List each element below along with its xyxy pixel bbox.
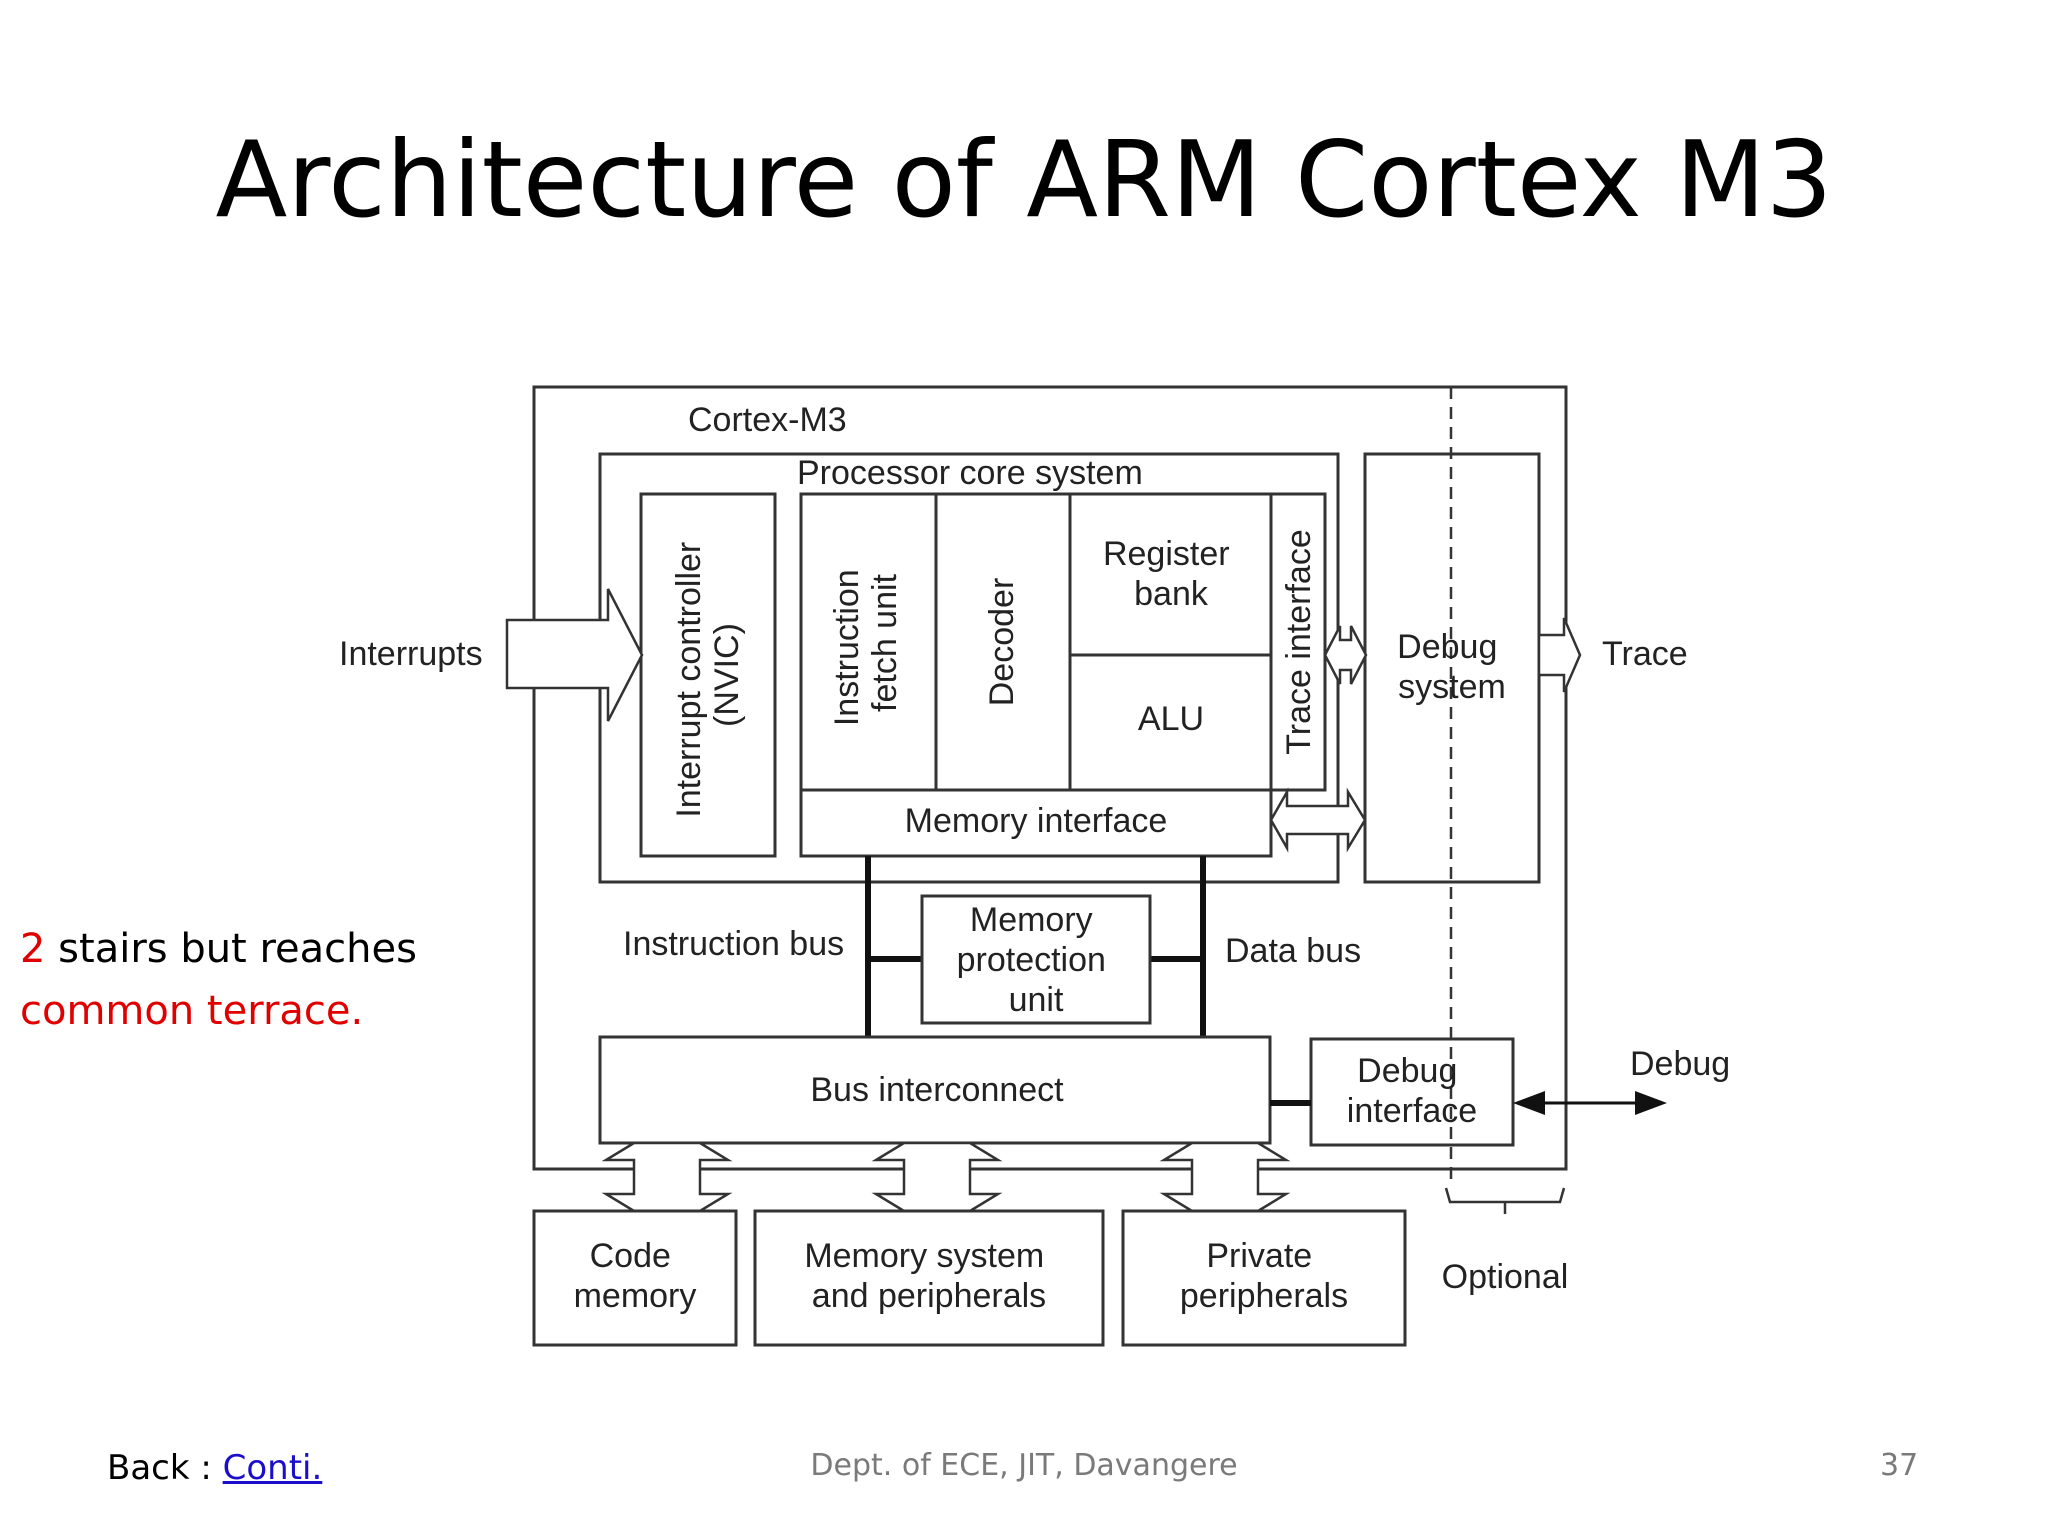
data-bus-label: Data bus (1225, 932, 1361, 970)
nvic-box (639, 492, 777, 858)
optional-label: Optional (1442, 1258, 1569, 1296)
mpu-line1: Memory (970, 901, 1093, 939)
debug-interface-line1: Debug (1357, 1052, 1457, 1090)
mpu-box (920, 894, 1152, 1025)
page-number: 37 (1880, 1448, 1919, 1483)
trace-debug-arrow (1323, 625, 1368, 685)
stairs-note: 2 stairs but reaches common terrace. (20, 918, 417, 1042)
mpu-label: Memory protection unit (957, 901, 1116, 1019)
memory-system-line1: Memory system (804, 1237, 1044, 1275)
debug-arrow-head-left (1513, 1091, 1545, 1115)
debug-interface-line2: interface (1347, 1092, 1477, 1130)
fetch-unit-label: Instruction fetch unit (828, 560, 904, 726)
interrupts-arrow (505, 588, 644, 722)
interrupts-label: Interrupts (339, 635, 483, 673)
mpu-line2: protection (957, 941, 1106, 979)
debug-system-line1: Debug (1397, 628, 1497, 666)
trace-arrow (1537, 617, 1582, 693)
slide-title: Architecture of ARM Cortex M3 (215, 119, 1833, 241)
note-number: 2 (20, 926, 46, 972)
memory-debug-arrow (1269, 787, 1367, 853)
code-memory-label: Code memory (574, 1237, 697, 1315)
mpu-line3: unit (1009, 981, 1064, 1019)
memory-system-bus-arrow (871, 1141, 1003, 1213)
private-peripherals-box (1121, 1209, 1407, 1347)
note-text-line1: stairs but reaches (45, 926, 417, 972)
nvic-label-line1: Interrupt controller (670, 542, 708, 818)
instruction-bus-label: Instruction bus (623, 925, 844, 963)
private-peripherals-bus-arrow (1159, 1141, 1291, 1213)
memory-interface-box (799, 788, 1273, 858)
debug-system-label: Debug system (1397, 628, 1507, 706)
cortex-m3-boundary (532, 385, 1568, 1171)
bus-interconnect-label: Bus interconnect (810, 1071, 1064, 1109)
private-peripherals-line1: Private (1206, 1237, 1312, 1275)
trace-label: Trace (1602, 635, 1688, 673)
trace-interface-label: Trace interface (1280, 529, 1318, 755)
decoder-label: Decoder (983, 578, 1021, 707)
fetch-unit-line1: Instruction (828, 569, 866, 726)
back-link-area: Back : Conti. (107, 1448, 322, 1488)
conti-link[interactable]: Conti. (222, 1448, 323, 1488)
nvic-label-line2: (NVIC) (708, 623, 746, 727)
debug-system-line2: system (1398, 668, 1506, 706)
register-bank-line2: bank (1134, 575, 1209, 613)
cortex-m3-label: Cortex-M3 (688, 401, 847, 439)
processor-core-label: Processor core system (797, 454, 1143, 492)
code-memory-box (532, 1209, 738, 1347)
memory-interface-label: Memory interface (905, 802, 1168, 840)
private-peripherals-label: Private peripherals (1180, 1237, 1348, 1315)
trace-interface-box (1269, 492, 1327, 792)
code-memory-line2: memory (574, 1277, 697, 1315)
memory-system-box (753, 1209, 1105, 1347)
debug-arrow-head-right (1635, 1091, 1667, 1115)
memory-system-label: Memory system and peripherals (804, 1237, 1053, 1315)
footer-department: Dept. of ECE, JIT, Davangere (810, 1448, 1238, 1483)
alu-label: ALU (1138, 700, 1204, 738)
debug-interface-label: Debug interface (1347, 1052, 1477, 1130)
register-bank-line1: Register (1103, 535, 1230, 573)
memory-system-line2: and peripherals (812, 1277, 1046, 1315)
back-label: Back : (107, 1448, 223, 1488)
optional-brace (1444, 1187, 1566, 1214)
nvic-label: Interrupt controller (NVIC) (670, 532, 746, 817)
register-bank-label: Register bank (1103, 535, 1239, 613)
code-memory-bus-arrow (601, 1141, 733, 1213)
fetch-unit-line2: fetch unit (866, 573, 904, 712)
debug-interface-box (1309, 1037, 1515, 1147)
note-text-line2: common terrace. (20, 988, 364, 1034)
private-peripherals-line2: peripherals (1180, 1277, 1348, 1315)
debug-label: Debug (1630, 1045, 1730, 1083)
code-memory-line1: Code (590, 1237, 671, 1275)
